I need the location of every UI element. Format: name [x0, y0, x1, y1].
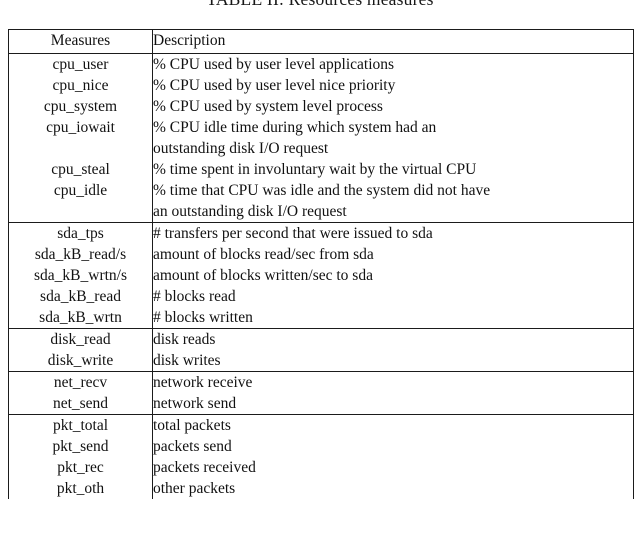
measure-description: % CPU idle time during which system had … [152, 117, 634, 159]
measure-description: disk reads [152, 328, 634, 350]
measure-name: sda_kB_read [8, 286, 153, 307]
table-row: cpu_iowait% CPU idle time during which s… [8, 117, 634, 159]
column-header-description: Description [152, 29, 634, 54]
measure-description: % CPU used by user level nice priority [152, 75, 634, 96]
table-row: cpu_nice% CPU used by user level nice pr… [8, 75, 634, 96]
table-row: cpu_system% CPU used by system level pro… [8, 96, 634, 117]
table-row: sda_kB_wrtn# blocks written [8, 307, 634, 329]
description-line: other packets [153, 480, 236, 497]
description-line: # transfers per second that were issued … [153, 225, 433, 242]
table-caption: TABLE II: Resources measures [0, 0, 640, 10]
measure-description: packets received [152, 457, 634, 478]
description-line: # blocks written [153, 309, 253, 326]
measure-name: pkt_oth [8, 478, 153, 499]
description-line: total packets [153, 417, 231, 434]
measure-name: sda_tps [8, 222, 153, 244]
table-row: cpu_idle% time that CPU was idle and the… [8, 180, 634, 223]
description-line: amount of blocks read/sec from sda [153, 246, 374, 263]
measure-name: cpu_iowait [8, 117, 153, 159]
measure-description: amount of blocks read/sec from sda [152, 244, 634, 265]
description-line: disk reads [153, 331, 216, 348]
measure-name: net_send [8, 393, 153, 415]
description-line: % time that CPU was idle and the system … [153, 182, 491, 199]
description-line: # blocks read [153, 288, 236, 305]
measure-description: network receive [152, 371, 634, 393]
description-line: packets received [153, 459, 256, 476]
description-line: packets send [153, 438, 232, 455]
measure-name: cpu_user [8, 53, 153, 75]
measure-description: packets send [152, 436, 634, 457]
measure-description: % time that CPU was idle and the system … [152, 180, 634, 223]
description-line: network send [153, 395, 237, 412]
table-row: sda_kB_read# blocks read [8, 286, 634, 307]
measure-description: % CPU used by system level process [152, 96, 634, 117]
measure-name: sda_kB_wrtn [8, 307, 153, 329]
description-line: % time spent in involuntary wait by the … [153, 161, 477, 178]
table-row: cpu_user% CPU used by user level applica… [8, 53, 634, 75]
measure-name: pkt_total [8, 414, 153, 436]
measure-description: total packets [152, 414, 634, 436]
measure-name: pkt_rec [8, 457, 153, 478]
measure-description: # blocks read [152, 286, 634, 307]
measure-name: sda_kB_wrtn/s [8, 265, 153, 286]
description-line: % CPU used by user level applications [153, 56, 395, 73]
measure-name: sda_kB_read/s [8, 244, 153, 265]
description-line: network receive [153, 374, 253, 391]
measure-description: disk writes [152, 350, 634, 372]
measure-description: % time spent in involuntary wait by the … [152, 159, 634, 180]
measure-description: # transfers per second that were issued … [152, 222, 634, 244]
description-line: % CPU used by user level nice priority [153, 77, 396, 94]
measure-name: cpu_steal [8, 159, 153, 180]
table-row: sda_tps# transfers per second that were … [8, 222, 634, 244]
measure-description: amount of blocks written/sec to sda [152, 265, 634, 286]
description-line: amount of blocks written/sec to sda [153, 267, 373, 284]
measure-description: % CPU used by user level applications [152, 53, 634, 75]
measure-description: other packets [152, 478, 634, 499]
measure-name: disk_write [8, 350, 153, 372]
measure-name: cpu_idle [8, 180, 153, 223]
measure-name: disk_read [8, 328, 153, 350]
measure-name: cpu_nice [8, 75, 153, 96]
measure-name: pkt_send [8, 436, 153, 457]
table-row: cpu_steal% time spent in involuntary wai… [8, 159, 634, 180]
measure-description: network send [152, 393, 634, 415]
description-line: disk writes [153, 352, 221, 369]
description-line: outstanding disk I/O request [153, 140, 329, 157]
description-line: % CPU idle time during which system had … [153, 119, 437, 136]
measure-name: cpu_system [8, 96, 153, 117]
column-header-measures: Measures [8, 29, 153, 54]
description-line: % CPU used by system level process [153, 98, 383, 115]
description-line: an outstanding disk I/O request [153, 203, 347, 220]
measure-description: # blocks written [152, 307, 634, 329]
measure-name: net_recv [8, 371, 153, 393]
